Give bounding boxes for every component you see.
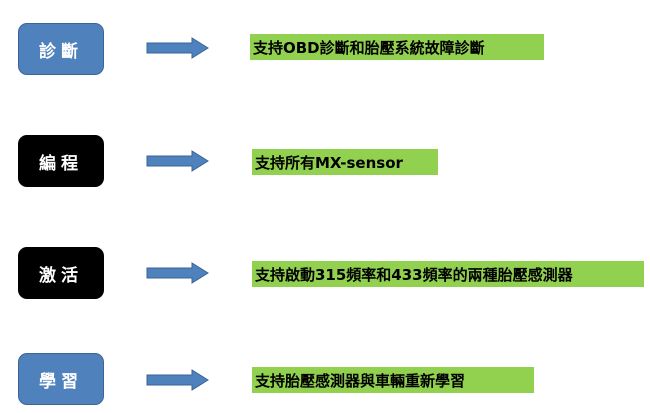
description-box: 支持OBD診斷和胎壓系統故障診斷 bbox=[250, 34, 544, 60]
description-text: 支持OBD診斷和胎壓系統故障診斷 bbox=[253, 38, 485, 57]
node-label: 編程 bbox=[39, 153, 83, 174]
activation-node: 激活 bbox=[18, 247, 104, 299]
description-text: 支持啟動315頻率和433頻率的兩種胎壓感測器 bbox=[255, 265, 573, 284]
node-label: 學習 bbox=[39, 371, 83, 392]
description-box: 支持所有MX-sensor bbox=[252, 149, 438, 175]
row-learning: 學習 支持胎壓感測器與車輛重新學習 bbox=[0, 353, 650, 413]
right-arrow-icon bbox=[146, 369, 209, 391]
description-text: 支持所有MX-sensor bbox=[255, 153, 403, 172]
right-arrow-icon bbox=[146, 150, 209, 172]
description-text: 支持胎壓感測器與車輛重新學習 bbox=[255, 371, 466, 390]
description-box: 支持啟動315頻率和433頻率的兩種胎壓感測器 bbox=[252, 261, 644, 287]
programming-node: 編程 bbox=[18, 135, 104, 187]
description-box: 支持胎壓感測器與車輛重新學習 bbox=[252, 367, 534, 393]
node-label: 激活 bbox=[39, 265, 83, 286]
diagnosis-node: 診斷 bbox=[18, 23, 104, 75]
row-programming: 編程 支持所有MX-sensor bbox=[0, 133, 650, 193]
node-label: 診斷 bbox=[39, 41, 83, 62]
row-activation: 激活 支持啟動315頻率和433頻率的兩種胎壓感測器 bbox=[0, 245, 650, 305]
right-arrow-icon bbox=[146, 262, 209, 284]
right-arrow-icon bbox=[146, 37, 209, 59]
row-diagnosis: 診斷 支持OBD診斷和胎壓系統故障診斷 bbox=[0, 20, 650, 80]
learning-node: 學習 bbox=[18, 353, 104, 405]
